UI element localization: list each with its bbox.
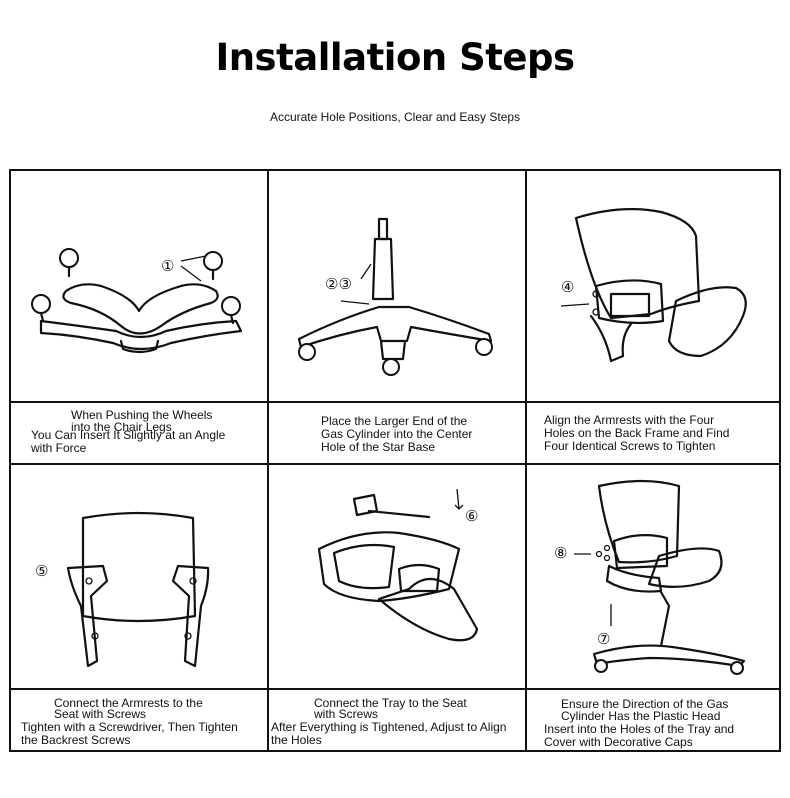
grid-divider-h3	[11, 688, 779, 690]
step-4-caption: Connect the Armrests to the Seat with Sc…	[21, 696, 238, 747]
step-5-caption: Connect the Tray to the Seat with Screws…	[271, 696, 507, 747]
step-2-caption: Place the Larger End of the Gas Cylinder…	[321, 414, 473, 454]
step-3-marker: ④	[561, 278, 574, 296]
page-title: Installation Steps	[215, 36, 575, 79]
step-6-marker-bottom: ⑦	[597, 630, 610, 648]
grid-divider-h2	[11, 463, 779, 465]
step-2-marker: ②③	[325, 275, 352, 293]
tray-seat-icon: ⑥	[317, 488, 478, 642]
grid-divider-v1	[267, 171, 269, 750]
step-4-marker: ⑤	[35, 562, 48, 580]
step-1-marker: ①	[161, 257, 174, 275]
step-5-marker: ⑥	[465, 507, 478, 525]
step-6-marker-top: ⑧	[554, 544, 567, 562]
step-6-caption: Ensure the Direction of the Gas Cylinder…	[544, 697, 735, 749]
step-1-caption: When Pushing the Wheels into the Chair L…	[31, 408, 226, 455]
full-chair-assembly-icon: ⑧ ⑦	[554, 479, 746, 675]
step-3-caption: Align the Armrests with the Four Holes o…	[544, 413, 730, 453]
grid-divider-v2	[525, 171, 527, 750]
steps-grid: ① ②③ ④ ⑤	[9, 169, 781, 752]
armrest-backframe-icon: ④	[560, 208, 747, 363]
wheels-star-base-icon: ①	[31, 248, 243, 354]
page-subtitle: Accurate Hole Positions, Clear and Easy …	[269, 110, 521, 124]
gas-cylinder-base-icon: ②③	[297, 217, 493, 376]
backrest-screws-icon: ⑤	[35, 511, 210, 668]
grid-divider-h1	[11, 401, 779, 403]
